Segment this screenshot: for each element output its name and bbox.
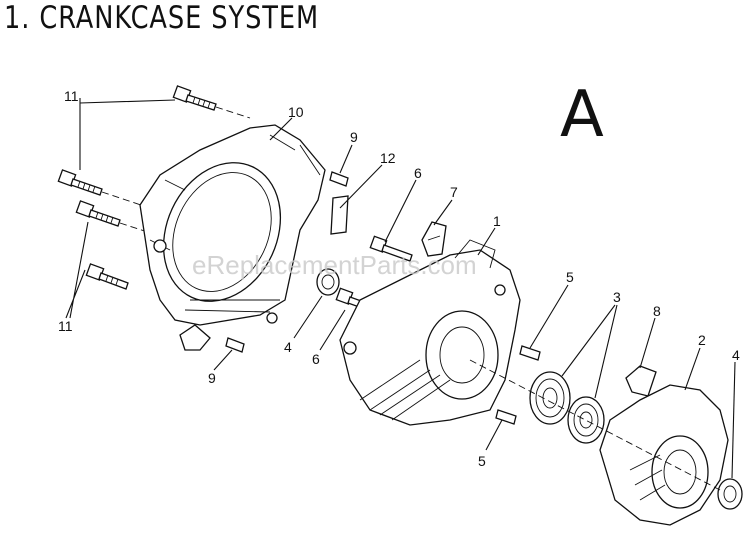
fan-housing-10 — [139, 124, 326, 351]
oil-seal-4-left — [316, 268, 340, 296]
callout-1: 1 — [493, 213, 501, 229]
crankcase-half-2 — [599, 384, 729, 526]
callout-3: 3 — [613, 289, 621, 305]
bolt-11-upper-left — [57, 169, 103, 196]
oil-seal-4-right — [717, 478, 743, 510]
page-title: 1. CRANKCASE SYSTEM — [4, 0, 320, 36]
dowel-pin-9-top — [329, 171, 349, 187]
dowel-pin-5-right — [519, 345, 541, 361]
callout-8: 8 — [653, 303, 661, 319]
bolt-11-lower-left — [85, 263, 129, 290]
callout-7: 7 — [450, 184, 458, 200]
callout-9-top: 9 — [350, 129, 358, 145]
callout-11-bottom: 11 — [58, 318, 73, 334]
callout-9-bottom: 9 — [208, 370, 216, 386]
watermark: eReplacementParts.com — [192, 250, 477, 280]
bracket-7 — [421, 221, 447, 257]
callout-2: 2 — [698, 332, 706, 348]
callout-12: 12 — [380, 150, 396, 166]
callout-10: 10 — [288, 104, 304, 120]
callout-5-right: 5 — [566, 269, 574, 285]
callout-5-bottom: 5 — [478, 453, 486, 469]
crankcase-half-1 — [339, 239, 521, 426]
bolt-11-mid-left — [75, 200, 121, 227]
screw-6-upper — [369, 235, 413, 262]
dowel-pin-5-bottom — [495, 409, 517, 425]
gasket-12 — [330, 195, 349, 235]
clip-8 — [625, 365, 657, 397]
bolt-11-top — [172, 85, 217, 111]
section-letter: A — [560, 78, 604, 152]
callout-4-left: 4 — [284, 339, 292, 355]
callout-11-top: 11 — [64, 88, 79, 104]
leader-lines — [65, 98, 736, 479]
dowel-pin-9-bottom — [225, 337, 245, 353]
callout-6-bottom: 6 — [312, 351, 320, 367]
bearing-3-large — [529, 371, 571, 425]
bearing-3-small — [567, 396, 605, 444]
callout-6-top: 6 — [414, 165, 422, 181]
callout-4-right: 4 — [732, 347, 740, 363]
